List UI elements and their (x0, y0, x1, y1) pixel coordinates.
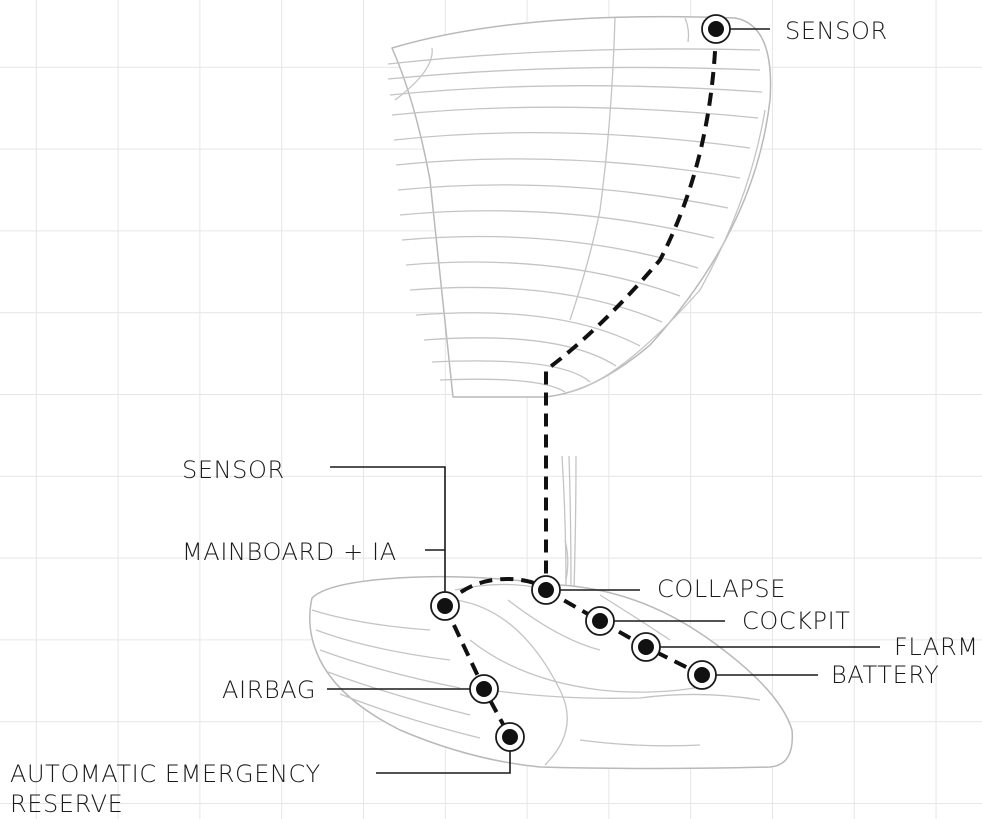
label-reserve-line1: AUTOMATIC EMERGENCY (10, 760, 321, 788)
label-airbag: AIRBAG (222, 676, 317, 704)
label-battery: BATTERY (831, 661, 940, 689)
suspension-lines (561, 455, 577, 591)
label-collapse: COLLAPSE (657, 575, 787, 603)
label-reserve-line2: RESERVE (10, 790, 124, 818)
label-cockpit: COCKPIT (742, 607, 851, 635)
node-cockpit (585, 606, 615, 636)
harness (309, 575, 794, 770)
node-mainboard (430, 591, 460, 621)
label-sensor-top: SENSOR (785, 17, 888, 45)
leader-lines (327, 28, 880, 774)
node-sensor-top (701, 14, 731, 44)
label-mainboard: MAINBOARD + IA (182, 538, 397, 566)
node-reserve (495, 722, 525, 752)
label-sensor-left: SENSOR (182, 456, 285, 484)
wing-canopy (387, 15, 772, 398)
node-airbag (469, 674, 499, 704)
node-collapse (531, 575, 561, 605)
node-flarm (631, 632, 661, 662)
label-flarm: FLARM (894, 633, 979, 661)
node-battery (687, 660, 717, 690)
